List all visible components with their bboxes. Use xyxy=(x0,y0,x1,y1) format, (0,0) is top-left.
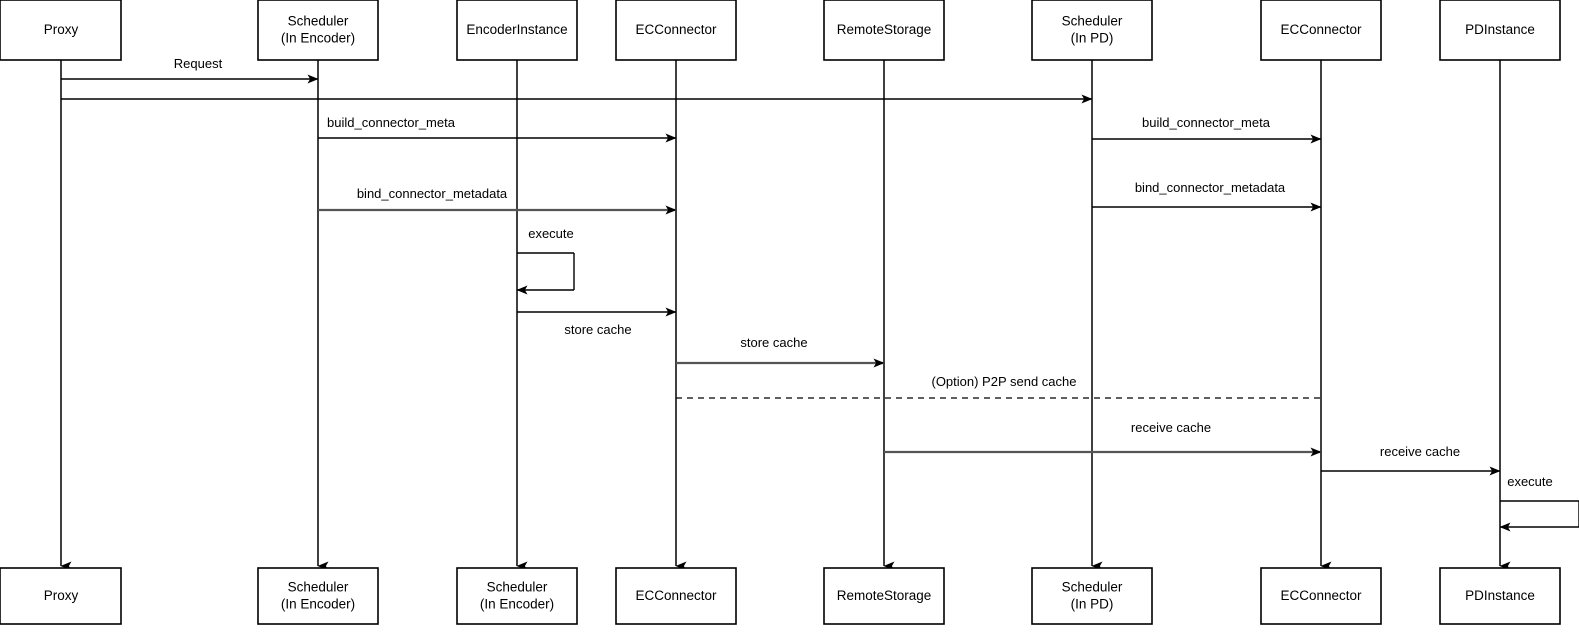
participant-bottom-ec-connector-pd[interactable]: ECConnector xyxy=(1260,567,1382,625)
participant-top-ec-connector-encoder[interactable]: ECConnector xyxy=(615,0,737,61)
lifelines-layer xyxy=(60,60,1511,571)
participant-bottom-box-encoder-instance[interactable] xyxy=(456,567,578,625)
participant-top-box-proxy[interactable] xyxy=(0,0,122,61)
participant-top-box-remote-storage[interactable] xyxy=(823,0,945,61)
self-message-execute-pd: execute xyxy=(1499,474,1579,532)
message-label-bind-connector-metadata-pd: bind_connector_metadata xyxy=(1135,180,1286,195)
participant-top-box-encoder-instance[interactable] xyxy=(456,0,578,61)
message-label-build-connector-meta-pd: build_connector_meta xyxy=(1142,115,1271,130)
self-messages-layer: execute execute xyxy=(516,226,1579,532)
self-message-label-execute-pd: execute xyxy=(1507,474,1553,489)
participant-top-scheduler-pd[interactable]: Scheduler(In PD) xyxy=(1031,0,1153,61)
participant-top-label-ec-connector-pd: ECConnector xyxy=(1280,22,1362,37)
participant-top-box-scheduler-encoder[interactable] xyxy=(257,0,379,61)
participant-top-encoder-instance[interactable]: EncoderInstance xyxy=(456,0,578,61)
participant-top-label-scheduler-encoder: Scheduler(In Encoder) xyxy=(281,13,355,45)
participant-top-box-ec-connector-encoder[interactable] xyxy=(615,0,737,61)
self-message-execute-encoder: execute xyxy=(516,226,575,295)
message-request: Request xyxy=(61,56,319,84)
participant-bottom-scheduler-encoder[interactable]: Scheduler(In Encoder) xyxy=(257,567,379,625)
participant-bottom-proxy[interactable]: Proxy xyxy=(0,567,122,625)
participant-bottom-ec-connector-encoder[interactable]: ECConnector xyxy=(615,567,737,625)
participant-top-label-remote-storage: RemoteStorage xyxy=(837,22,932,37)
participant-bottom-label-proxy: Proxy xyxy=(44,588,79,603)
participant-bottom-box-remote-storage[interactable] xyxy=(823,567,945,625)
message-label-request: Request xyxy=(174,56,223,71)
message-p2p-send-cache: (Option) P2P send cache xyxy=(676,374,1321,399)
messages-layer: Request build_connector_meta build_connect… xyxy=(61,56,1501,476)
participant-bottom-label-pd-instance: PDInstance xyxy=(1465,588,1535,603)
participant-top-ec-connector-pd[interactable]: ECConnector xyxy=(1260,0,1382,61)
participant-top-pd-instance[interactable]: PDInstance xyxy=(1439,0,1561,61)
message-receive-cache-remote-to-ec: receive cache xyxy=(884,420,1322,457)
message-receive-cache-ec-to-pd: receive cache xyxy=(1321,444,1501,476)
participant-bottom-scheduler-pd[interactable]: Scheduler(In PD) xyxy=(1031,567,1153,625)
participant-bottom-label-scheduler-pd: Scheduler(In PD) xyxy=(1062,579,1123,611)
participant-top-box-ec-connector-pd[interactable] xyxy=(1260,0,1382,61)
message-label-store-cache-remote: store cache xyxy=(740,335,807,350)
participant-top-scheduler-encoder[interactable]: Scheduler(In Encoder) xyxy=(257,0,379,61)
participant-top-label-ec-connector-encoder: ECConnector xyxy=(635,22,717,37)
participant-bottom-label-remote-storage: RemoteStorage xyxy=(837,588,932,603)
participant-bottom-box-scheduler-pd[interactable] xyxy=(1031,567,1153,625)
participant-top-label-proxy: Proxy xyxy=(44,22,79,37)
participant-bottom-box-pd-instance[interactable] xyxy=(1439,567,1561,625)
participant-bottom-box-ec-connector-encoder[interactable] xyxy=(615,567,737,625)
message-build-connector-meta-encoder: build_connector_meta xyxy=(318,115,677,143)
participant-bottom-remote-storage[interactable]: RemoteStorage xyxy=(823,567,945,625)
participant-bottom-box-scheduler-encoder[interactable] xyxy=(257,567,379,625)
participant-bottom-encoder-instance[interactable]: Scheduler(In Encoder) xyxy=(456,567,578,625)
participant-bottom-pd-instance[interactable]: PDInstance xyxy=(1439,567,1561,625)
participant-bottom-box-ec-connector-pd[interactable] xyxy=(1260,567,1382,625)
participant-top-label-scheduler-pd: Scheduler(In PD) xyxy=(1062,13,1123,45)
participant-top-label-pd-instance: PDInstance xyxy=(1465,22,1535,37)
participant-top-label-encoder-instance: EncoderInstance xyxy=(466,22,567,37)
participant-bottom-label-encoder-instance: Scheduler(In Encoder) xyxy=(480,579,554,611)
participant-top-proxy[interactable]: Proxy xyxy=(0,0,122,61)
message-build-connector-meta-pd: build_connector_meta xyxy=(1092,115,1322,144)
participant-bottom-box-proxy[interactable] xyxy=(0,567,122,625)
message-label-store-cache-encoder: store cache xyxy=(564,322,631,337)
message-label-receive-cache-remote-to-ec: receive cache xyxy=(1131,420,1211,435)
self-message-label-execute-encoder: execute xyxy=(528,226,574,241)
message-bind-connector-metadata-pd: bind_connector_metadata xyxy=(1092,180,1322,212)
message-label-build-connector-meta-encoder: build_connector_meta xyxy=(327,115,456,130)
message-store-cache-remote: store cache xyxy=(676,335,885,368)
participant-top-box-scheduler-pd[interactable] xyxy=(1031,0,1153,61)
participant-bottom-label-ec-connector-encoder: ECConnector xyxy=(635,588,717,603)
participant-top-remote-storage[interactable]: RemoteStorage xyxy=(823,0,945,61)
message-label-p2p-send-cache: (Option) P2P send cache xyxy=(931,374,1076,389)
participant-bottom-label-ec-connector-pd: ECConnector xyxy=(1280,588,1362,603)
participant-top-box-pd-instance[interactable] xyxy=(1439,0,1561,61)
message-bind-connector-metadata-encoder: bind_connector_metadata xyxy=(318,186,677,215)
message-store-cache-encoder: store cache xyxy=(517,307,677,337)
message-label-receive-cache-ec-to-pd: receive cache xyxy=(1380,444,1460,459)
participant-bottom-label-scheduler-encoder: Scheduler(In Encoder) xyxy=(281,579,355,611)
message-label-bind-connector-metadata-encoder: bind_connector_metadata xyxy=(357,186,508,201)
